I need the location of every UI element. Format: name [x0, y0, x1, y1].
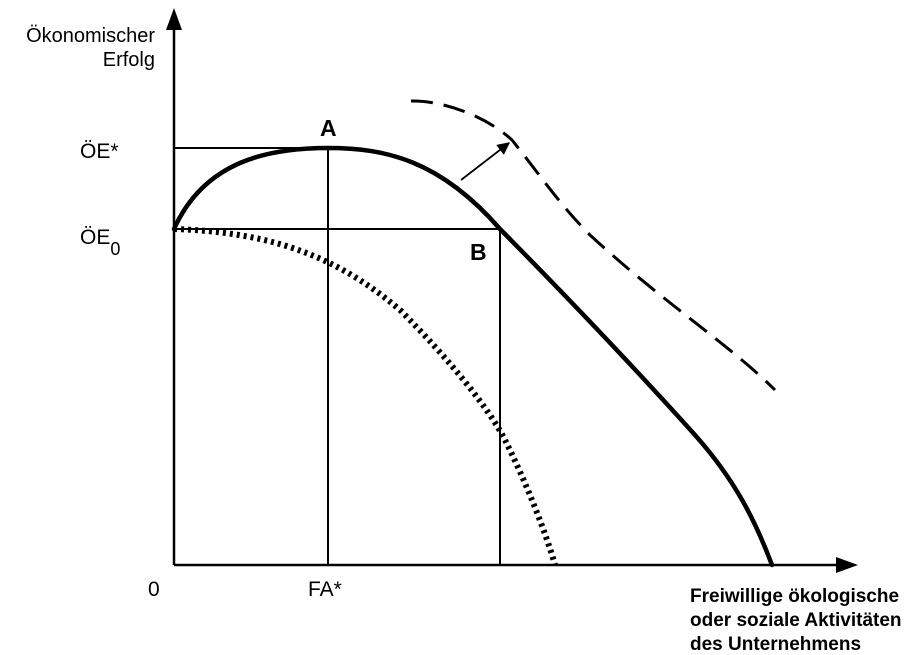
- curves: [171, 99, 777, 568]
- x-axis-label-line3: des Unternehmens: [690, 634, 861, 655]
- dashed-shifted-curve: [410, 99, 777, 392]
- y-axis-label-line1: Ökonomischer: [26, 25, 155, 47]
- point-b-label: B: [470, 239, 487, 265]
- fa-star-tick-label: FA*: [308, 578, 342, 601]
- main-curve: [171, 145, 775, 568]
- x-axis-label-line2: oder soziale Aktivitäten: [690, 610, 902, 631]
- x-axis-arrowhead: [836, 557, 858, 573]
- reference-lines: [174, 147, 501, 565]
- labels: Ökonomischer Erfolg ÖE* ÖE0 A B 0 FA* Fr…: [26, 25, 901, 655]
- y-axis-label-line2: Erfolg: [103, 49, 155, 71]
- point-a-label: A: [320, 115, 337, 141]
- y-axis-arrowhead: [166, 8, 182, 30]
- axes: [166, 8, 858, 573]
- x-axis-label-line1: Freiwillige ökologische: [690, 586, 899, 607]
- oe-star-tick-label: ÖE*: [80, 140, 119, 163]
- oe-zero-tick-label: ÖE0: [80, 226, 120, 259]
- shift-arrow: [460, 142, 510, 181]
- origin-label: 0: [148, 578, 160, 601]
- dotted-curve: [173, 226, 558, 566]
